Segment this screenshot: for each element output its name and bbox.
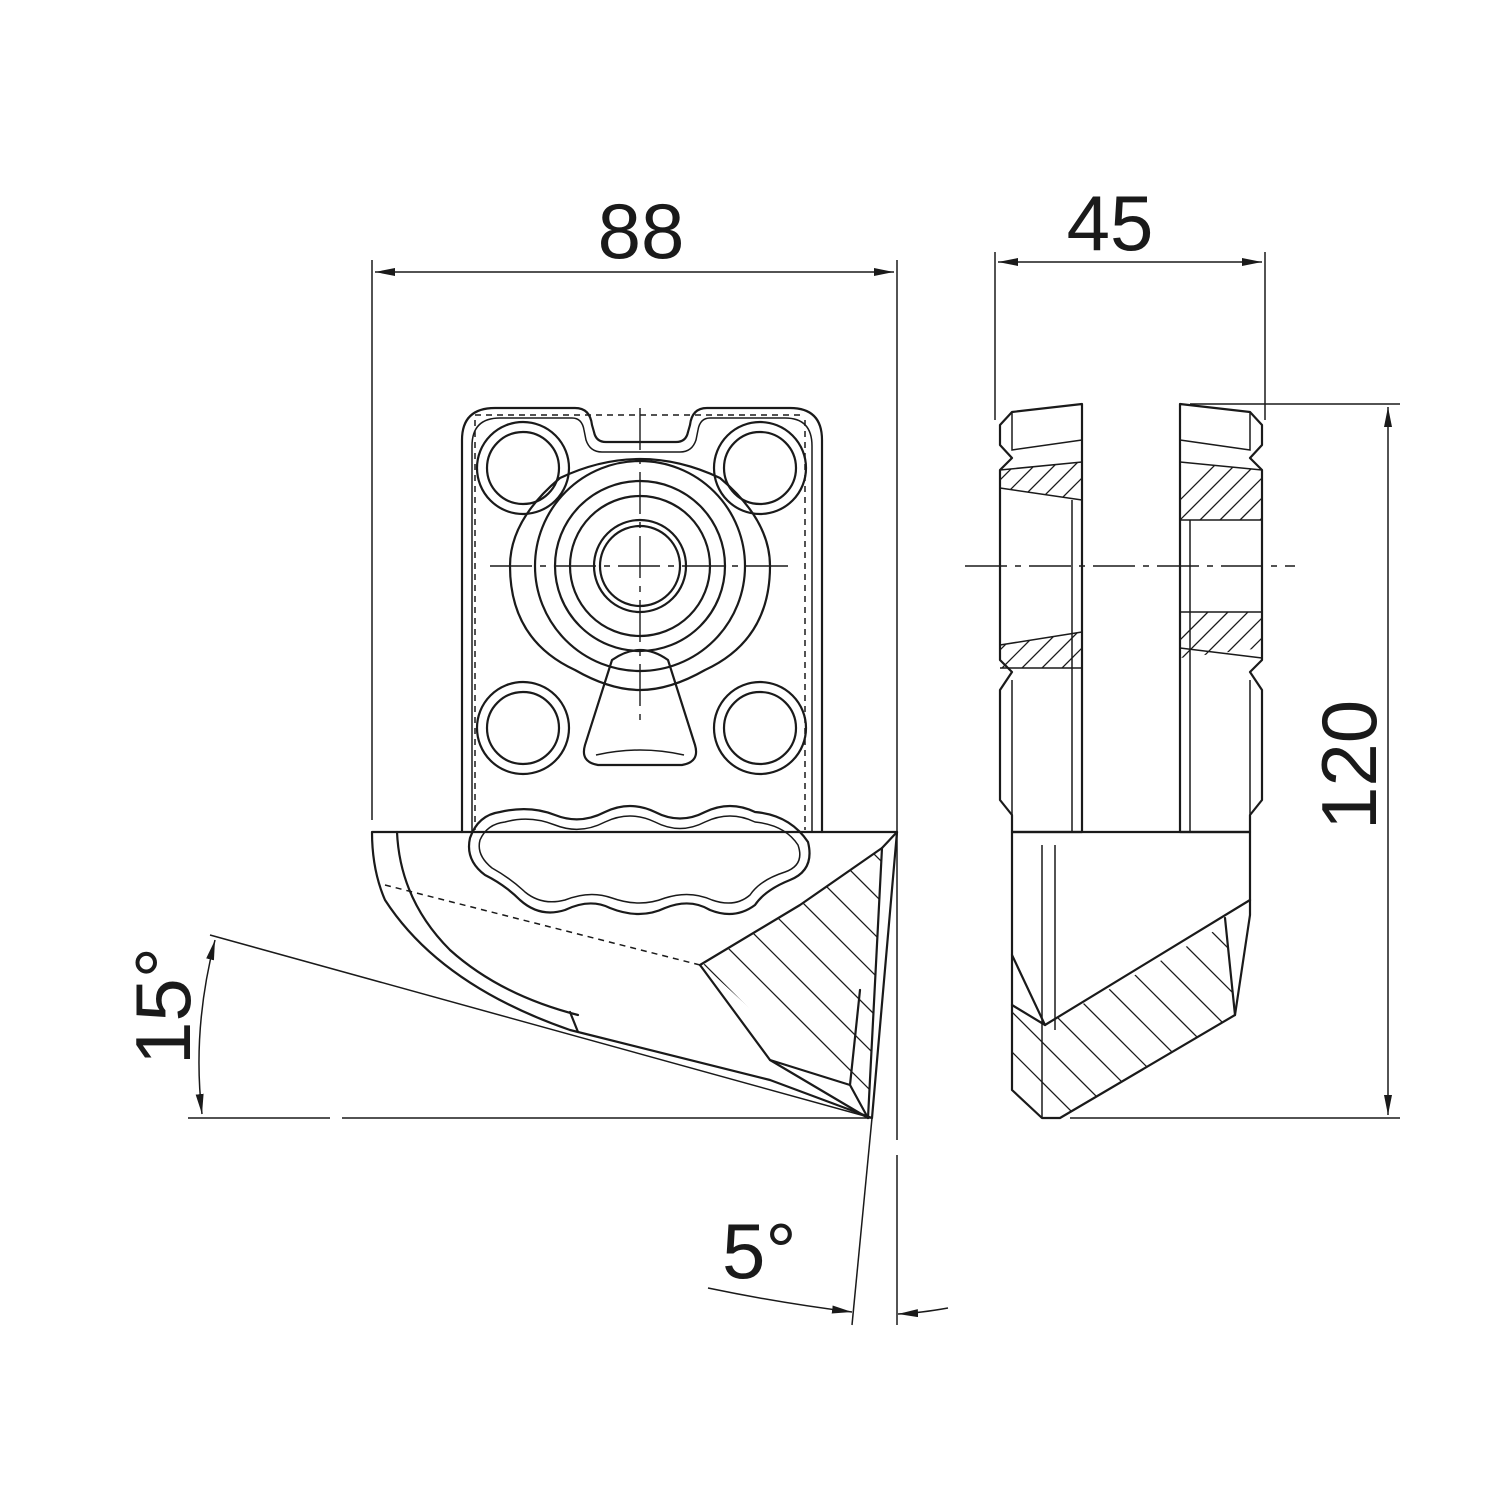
side-left-groove2-top xyxy=(999,631,1083,646)
side-right-groove2-bottom xyxy=(1179,647,1263,659)
side-view: 45 120 xyxy=(965,179,1400,1120)
bolt-hole-top-left xyxy=(475,420,571,516)
side-left-chamfer xyxy=(1011,412,1083,451)
wedge-lug-base xyxy=(595,749,685,756)
angle-15-label: 15° xyxy=(119,947,207,1065)
side-left-groove-top xyxy=(999,461,1083,471)
bolt-hole-bottom-right xyxy=(712,680,808,776)
front-body-inner-outline xyxy=(471,417,813,832)
angle-5-arrow-right xyxy=(897,1307,949,1318)
bolt-hole-bottom-left xyxy=(475,680,571,776)
front-body-outline xyxy=(460,406,824,834)
angle-5-label: 5° xyxy=(722,1207,797,1295)
bolt-hole-top-right xyxy=(712,420,808,516)
front-view: 88 15° 5° xyxy=(119,187,949,1326)
angle-15-arc xyxy=(195,939,216,1115)
grip-pocket xyxy=(467,804,811,916)
wedge-lug xyxy=(582,649,698,767)
angle-5-reference-line xyxy=(851,1117,873,1326)
dim-45-label: 45 xyxy=(1067,179,1154,267)
dim-120-label: 120 xyxy=(1305,700,1393,830)
side-right-groove-top xyxy=(1179,461,1263,471)
angle-15-reference-line xyxy=(209,934,873,1119)
side-left-groove-bottom xyxy=(999,487,1083,501)
dim-88-label: 88 xyxy=(598,187,685,275)
side-right-chamfer xyxy=(1179,412,1251,451)
angle-5-arrow-left xyxy=(707,1287,853,1314)
side-tooth xyxy=(1010,830,1252,1120)
